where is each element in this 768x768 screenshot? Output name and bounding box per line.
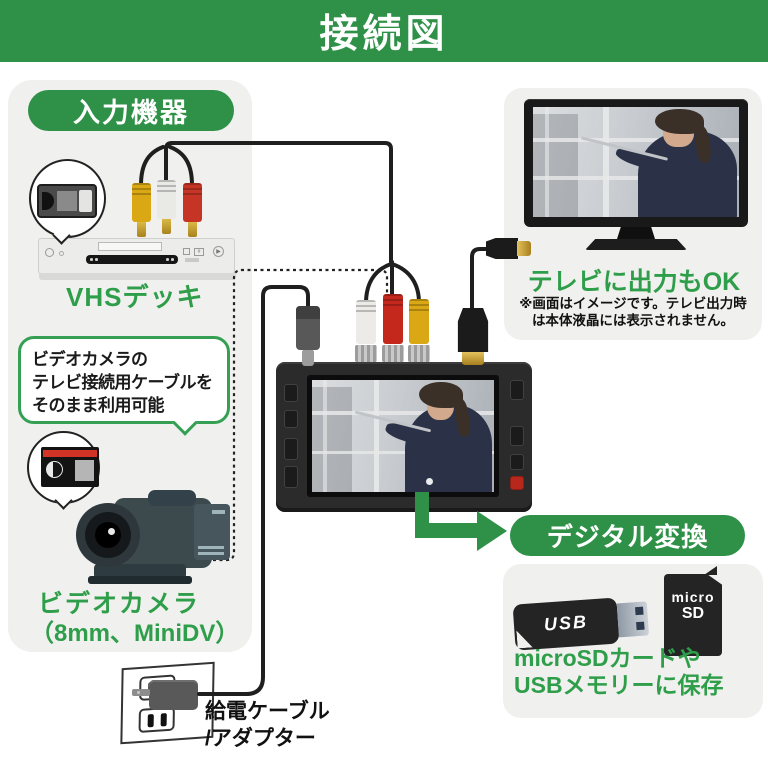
capture-device bbox=[276, 362, 532, 512]
rca-plug-red bbox=[183, 183, 202, 237]
hdmi-plug-tv bbox=[486, 236, 531, 261]
speech-line-2: テレビ接続用ケーブルを bbox=[32, 373, 213, 392]
tv-output-title: テレビに出力もOK bbox=[527, 268, 741, 296]
vhs-deck-label: VHSデッキ bbox=[66, 282, 204, 312]
camcorder-illustration bbox=[74, 490, 232, 586]
power-cable-label: 給電ケーブル /アダプター bbox=[205, 698, 330, 752]
tv-output-note: ※画面はイメージです。テレビ出力時 は本体液晶には表示されません。 bbox=[508, 295, 758, 329]
header-bar: 接続図 bbox=[0, 0, 768, 62]
deck-cassette-slot bbox=[98, 242, 162, 251]
tv-screen-photo bbox=[533, 107, 739, 217]
device-record-button bbox=[510, 476, 524, 490]
power-label-line1: 給電ケーブル bbox=[205, 700, 330, 723]
vhs-tape-icon bbox=[37, 184, 97, 218]
page-title: 接続図 bbox=[319, 13, 449, 56]
device-button-left-2 bbox=[284, 410, 298, 428]
usb-c-power-plug bbox=[296, 306, 320, 366]
device-button-left-1 bbox=[284, 384, 298, 402]
deck-play-icon: ▶ bbox=[213, 246, 224, 257]
microsd-card-icon: micro SD bbox=[664, 574, 722, 656]
storage-caption-line2: USBメモリーに保存 bbox=[514, 672, 724, 698]
8mm-cassette-icon bbox=[41, 447, 99, 487]
tv-note-line1: ※画面はイメージです。テレビ出力時 bbox=[519, 296, 747, 311]
microsd-label-line1: micro bbox=[671, 589, 715, 605]
speech-line-1: ビデオカメラの bbox=[32, 350, 148, 369]
power-adapter-illustration bbox=[132, 680, 198, 710]
device-button-left-3 bbox=[284, 438, 298, 460]
storage-caption-line1: microSDカードや bbox=[514, 645, 701, 671]
deck-display-bar bbox=[86, 255, 178, 264]
device-rca-yellow bbox=[408, 299, 431, 362]
hdmi-plug-device bbox=[455, 308, 491, 365]
power-label-line2: /アダプター bbox=[205, 727, 316, 750]
device-button-right-1 bbox=[510, 380, 524, 400]
input-devices-badge: 入力機器 bbox=[28, 90, 234, 131]
tv-stand-neck bbox=[617, 227, 655, 239]
deck-power-button bbox=[45, 248, 54, 257]
device-rca-white bbox=[355, 300, 378, 362]
speech-line-3: そのまま利用可能 bbox=[32, 396, 165, 415]
camera-cable-speech-bubble: ビデオカメラの テレビ接続用ケーブルを そのまま利用可能 bbox=[18, 336, 230, 424]
tv-note-line2: は本体液晶には表示されません。 bbox=[531, 313, 735, 328]
storage-caption: microSDカードや USBメモリーに保存 bbox=[514, 645, 724, 699]
camera-label-line2: （8mm、MiniDV） bbox=[30, 620, 240, 647]
device-button-left-4 bbox=[284, 466, 298, 488]
tv-stand-base bbox=[585, 239, 687, 250]
device-button-right-2 bbox=[510, 426, 524, 446]
device-screen-photo bbox=[312, 380, 494, 492]
screen-osd-dot bbox=[426, 478, 433, 485]
microsd-label-line2: SD bbox=[681, 605, 705, 622]
tv-frame bbox=[524, 99, 748, 227]
device-rca-red bbox=[382, 294, 405, 362]
digital-conversion-badge: デジタル変換 bbox=[510, 515, 745, 556]
rca-plug-white bbox=[157, 180, 176, 234]
vhs-deck-illustration: # ▶ bbox=[38, 238, 236, 280]
rca-plug-yellow bbox=[132, 183, 151, 237]
tv-illustration bbox=[524, 99, 748, 250]
camera-label-line1: ビデオカメラ bbox=[38, 590, 201, 618]
device-button-right-3 bbox=[510, 454, 524, 470]
microsd-corner-triangle bbox=[704, 566, 717, 575]
usb-memory-icon: USB bbox=[512, 593, 650, 652]
usb-connector bbox=[616, 601, 650, 638]
